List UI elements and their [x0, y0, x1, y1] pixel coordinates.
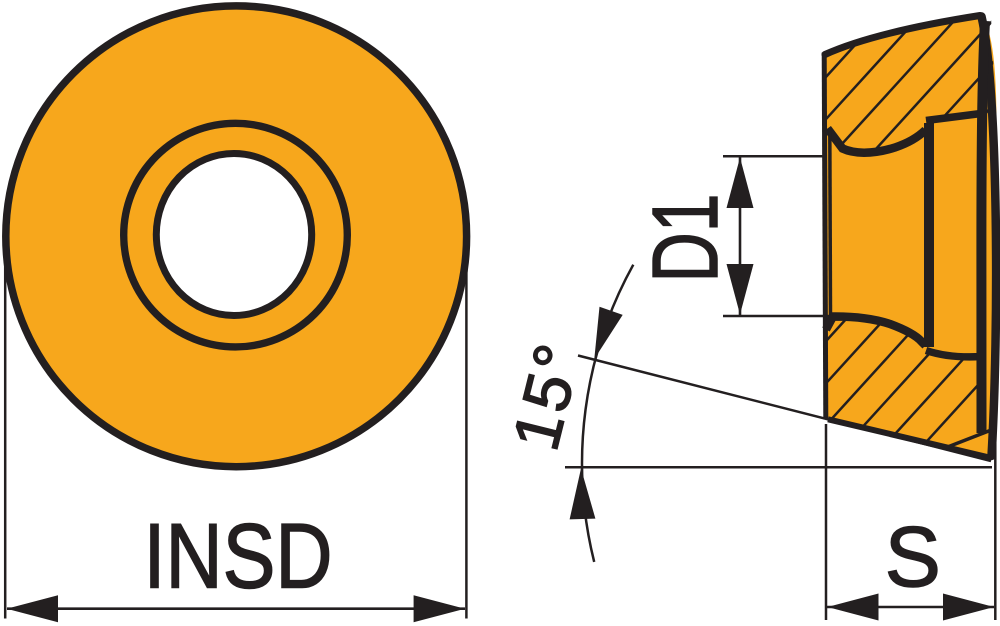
svg-text:INSD: INSD — [144, 506, 333, 608]
svg-text:D1: D1 — [633, 194, 737, 283]
svg-text:S: S — [885, 510, 941, 605]
